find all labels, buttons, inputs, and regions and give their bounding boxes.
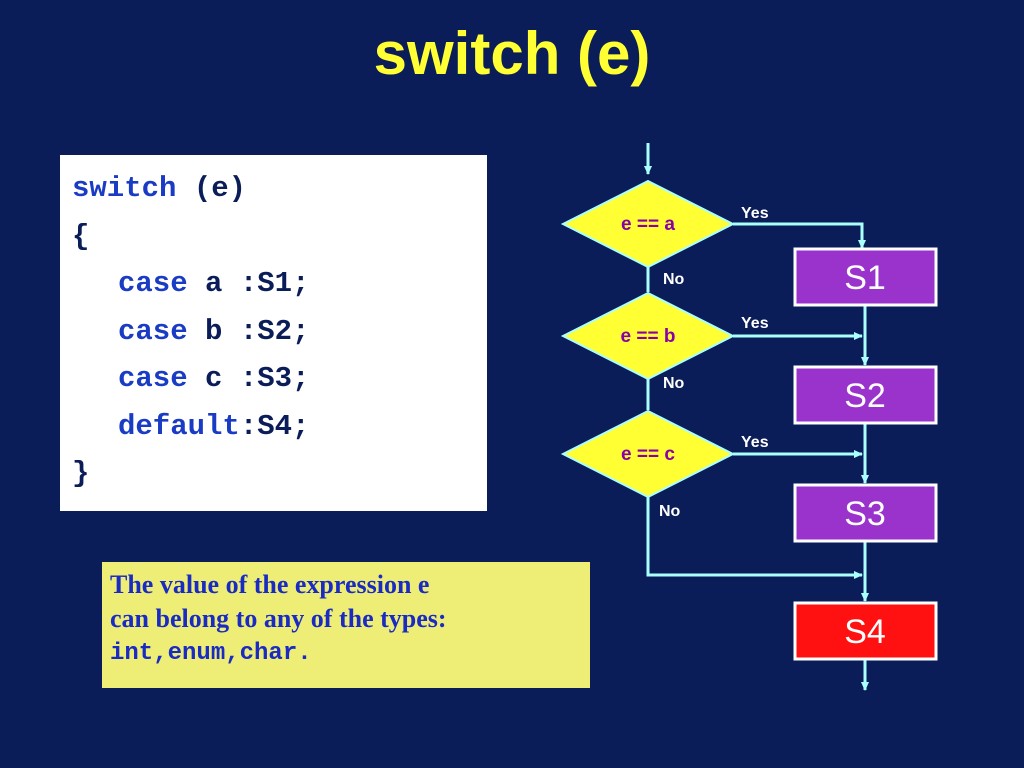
statement-label: S2 [844,377,886,415]
note-box: The value of the expression e can belong… [102,562,590,688]
statement-s2: S2 [793,365,938,425]
close-brace: } [72,457,90,490]
keyword-switch: switch [72,172,177,205]
slide-title: switch (e) [373,20,651,87]
statement-s4: S4 [793,601,938,661]
statement-box [793,365,938,425]
flow-connectors [644,143,869,691]
case-a-text: a :S1; [187,267,310,300]
note-line-3: int,enum,char. [110,640,312,667]
decision-label: e == c [621,444,675,465]
statement-box [793,483,938,543]
yes-label: Yes [741,205,769,222]
code-line-switch: switch (e) [72,165,487,213]
statement-label: S1 [844,259,886,297]
no-label: No [663,375,685,392]
case-c-text: c :S3; [187,362,310,395]
decision-diamond [560,179,736,269]
case-b-text: b :S2; [187,314,310,348]
no-connector-c [646,497,863,579]
keyword-case: case [118,362,188,395]
statement-label: S4 [844,613,886,651]
no-label: No [663,271,685,288]
code-line-case-b: case b :S2; [72,308,487,356]
keyword-default: default [118,409,240,443]
decision-diamond [560,291,736,381]
decision-label: e == b [621,326,676,347]
code-line-default: default:S4; [72,403,487,451]
decision-label: e == a [621,214,675,235]
yes-label: Yes [741,315,769,332]
code-switch-expr: (e) [176,172,247,205]
statement-box-default [793,601,938,661]
keyword-case: case [118,314,188,348]
code-line-case-a: case a :S1; [72,260,487,308]
code-block: switch (e) { case a :S1; case b :S2; cas… [60,155,487,511]
statement-s1: S1 [793,247,938,307]
decision-a: e == a Yes No [560,179,769,288]
note-line-1: The value of the expression e [110,570,430,599]
code-line-open-brace: { [72,213,487,261]
statement-label: S3 [844,495,886,533]
open-brace: { [72,219,90,253]
note-line-2: can belong to any of the types: [110,604,447,633]
no-label: No [659,503,681,520]
decision-b: e == b Yes No [560,291,769,392]
code-line-case-c: case c :S3; [72,355,487,403]
keyword-case: case [118,267,188,300]
yes-arrow-a [733,222,866,249]
code-line-close-brace: } [72,450,487,498]
decision-diamond [560,409,736,499]
statement-s3: S3 [793,483,938,543]
default-text: :S4; [239,409,310,443]
decision-c: e == c Yes No [560,409,769,520]
yes-label: Yes [741,434,769,451]
statement-box [793,247,938,307]
